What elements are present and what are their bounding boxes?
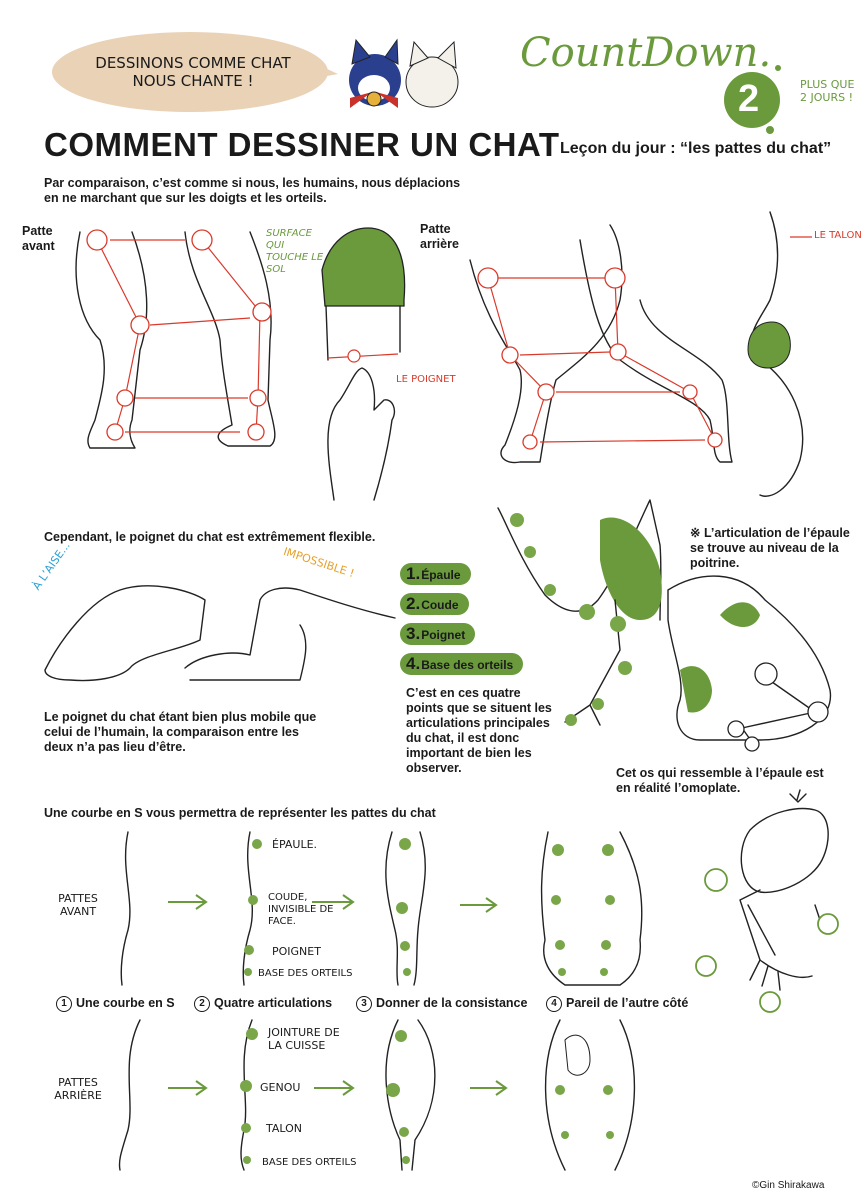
step-label: Quatre articulations — [214, 996, 333, 1010]
step-number: 1 — [56, 996, 72, 1012]
speech-bubble-text: DESSINONS COMME CHAT NOUS CHANTE ! — [95, 54, 291, 90]
heel-label: LE TALON — [814, 230, 862, 241]
s-curve-back-row — [118, 1019, 636, 1171]
joint-pill-wrist: 3.Poignet — [400, 623, 476, 645]
intro-text: Par comparaison, c’est comme si nous, le… — [44, 176, 461, 205]
joint-pill-shoulder: 1.Épaule — [400, 563, 471, 585]
joint-pill-label: Poignet — [421, 628, 466, 642]
countdown-number: 2 — [738, 78, 760, 120]
flex-caption: Le poignet du chat étant bien plus mobil… — [44, 710, 317, 754]
s-curve-back-dots — [240, 1028, 614, 1164]
mascot-cats-icon — [349, 38, 459, 108]
step-label: Une courbe en S — [76, 996, 175, 1010]
s-curve-front-row — [120, 831, 643, 986]
surface-label: SURFACE QUI TOUCHE LE SOL — [266, 228, 324, 275]
front-label-toes: BASE DES ORTEILS — [258, 968, 353, 979]
front-label-elbow: COUDE, INVISIBLE DE FACE. — [268, 892, 334, 927]
credit: ©Gin Shirakawa — [752, 1180, 825, 1191]
back-leg-label: Patte arrière — [420, 222, 459, 251]
step-number: 3 — [356, 996, 372, 1012]
hind-leg-drawing — [469, 211, 812, 497]
countdown-title: CountDown. — [520, 30, 772, 76]
joint-pill-number: 2. — [406, 594, 421, 613]
countdown-subtitle: PLUS QUE 2 JOURS ! — [800, 78, 855, 104]
step-2: 2 Quatre articulations — [194, 996, 332, 1012]
front-label-wrist: POIGNET — [272, 945, 321, 958]
front-row-label: PATTES AVANT — [58, 892, 98, 918]
joints-text: C’est en ces quatre points que se situen… — [406, 686, 552, 775]
page-title: COMMENT DESSINER UN CHAT — [44, 126, 560, 163]
back-row-label: PATTES ARRIÈRE — [54, 1076, 102, 1102]
joint-pill-toes: 4.Base des orteils — [400, 653, 524, 675]
joint-pill-number: 3. — [406, 624, 421, 643]
paw-and-hand-drawing — [321, 227, 406, 501]
step-4: 4 Pareil de l’autre côté — [546, 996, 688, 1012]
wrist-label: LE POIGNET — [396, 374, 456, 385]
back-label-heel: TALON — [266, 1122, 303, 1135]
joint-pill-label: Coude — [421, 598, 459, 612]
back-label-knee: GENOU — [260, 1081, 301, 1094]
joint-pill-label: Épaule — [421, 568, 461, 582]
joint-pill-label: Base des orteils — [421, 658, 514, 672]
joint-pill-number: 4. — [406, 654, 421, 673]
countdown-logo — [724, 65, 781, 134]
step-number: 4 — [546, 996, 562, 1012]
back-label-thigh: JOINTURE DE LA CUISSE — [268, 1026, 340, 1052]
step-label: Pareil de l’autre côté — [566, 996, 689, 1010]
back-label-toes: BASE DES ORTEILS — [262, 1157, 357, 1168]
shoulder-note: ※ L’articulation de l’épaule se trouve a… — [690, 526, 850, 570]
front-label-shoulder: ÉPAULE. — [272, 838, 318, 851]
step-1: 1 Une courbe en S — [56, 996, 175, 1012]
step-label: Donner de la consistance — [376, 996, 528, 1010]
skeleton-joint-circles — [695, 868, 839, 1013]
front-leg-label: Patte avant — [22, 224, 55, 253]
step-number: 2 — [194, 996, 210, 1012]
joint-dots — [510, 513, 632, 726]
speech-bubble — [52, 32, 338, 112]
flex-heading: Cependant, le poignet du chat est extrêm… — [44, 530, 376, 544]
joint-pill-number: 1. — [406, 564, 421, 583]
s-curve-heading: Une courbe en S vous permettra de représ… — [44, 806, 436, 820]
front-leg-drawing — [75, 229, 276, 449]
scapula-note: Cet os qui ressemble à l’épaule est en r… — [616, 766, 824, 795]
joint-pill-elbow: 2.Coude — [400, 593, 469, 615]
step-3: 3 Donner de la consistance — [356, 996, 527, 1012]
lying-cat-joint-circles — [727, 662, 829, 752]
lesson-title: Leçon du jour : “les pattes du chat” — [560, 140, 832, 157]
s-curve-front-dots — [244, 838, 615, 976]
wrist-comparison-drawing — [44, 585, 396, 682]
scapula-skeleton-drawing — [739, 789, 829, 991]
